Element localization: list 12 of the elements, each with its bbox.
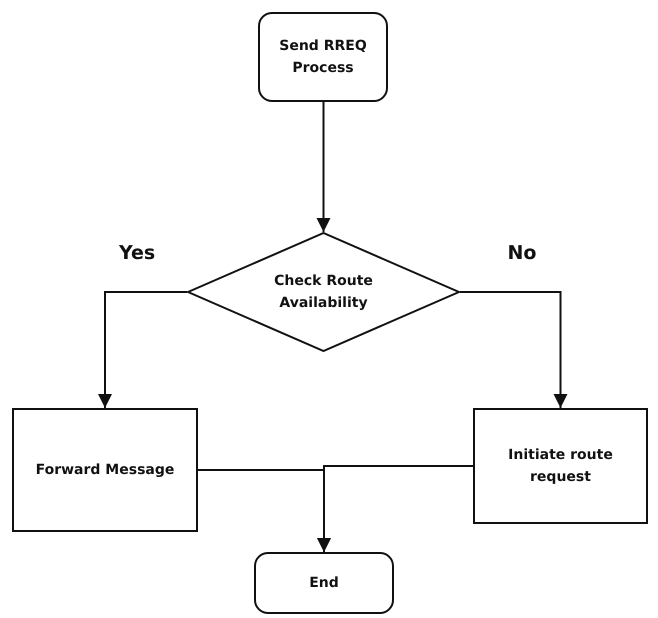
node-text: Forward Message <box>36 460 174 480</box>
node-text: Send RREQ Process <box>278 36 368 78</box>
arrow <box>460 291 568 408</box>
process-box <box>12 408 198 532</box>
node-text: End <box>309 574 339 593</box>
node-text: Check Route Availability <box>273 272 374 313</box>
terminal-box <box>254 552 394 614</box>
node-text: Initiate route request <box>507 446 614 487</box>
arrow <box>316 102 330 232</box>
arrow <box>98 291 187 408</box>
terminal-box <box>258 12 388 102</box>
process-box <box>473 408 648 524</box>
